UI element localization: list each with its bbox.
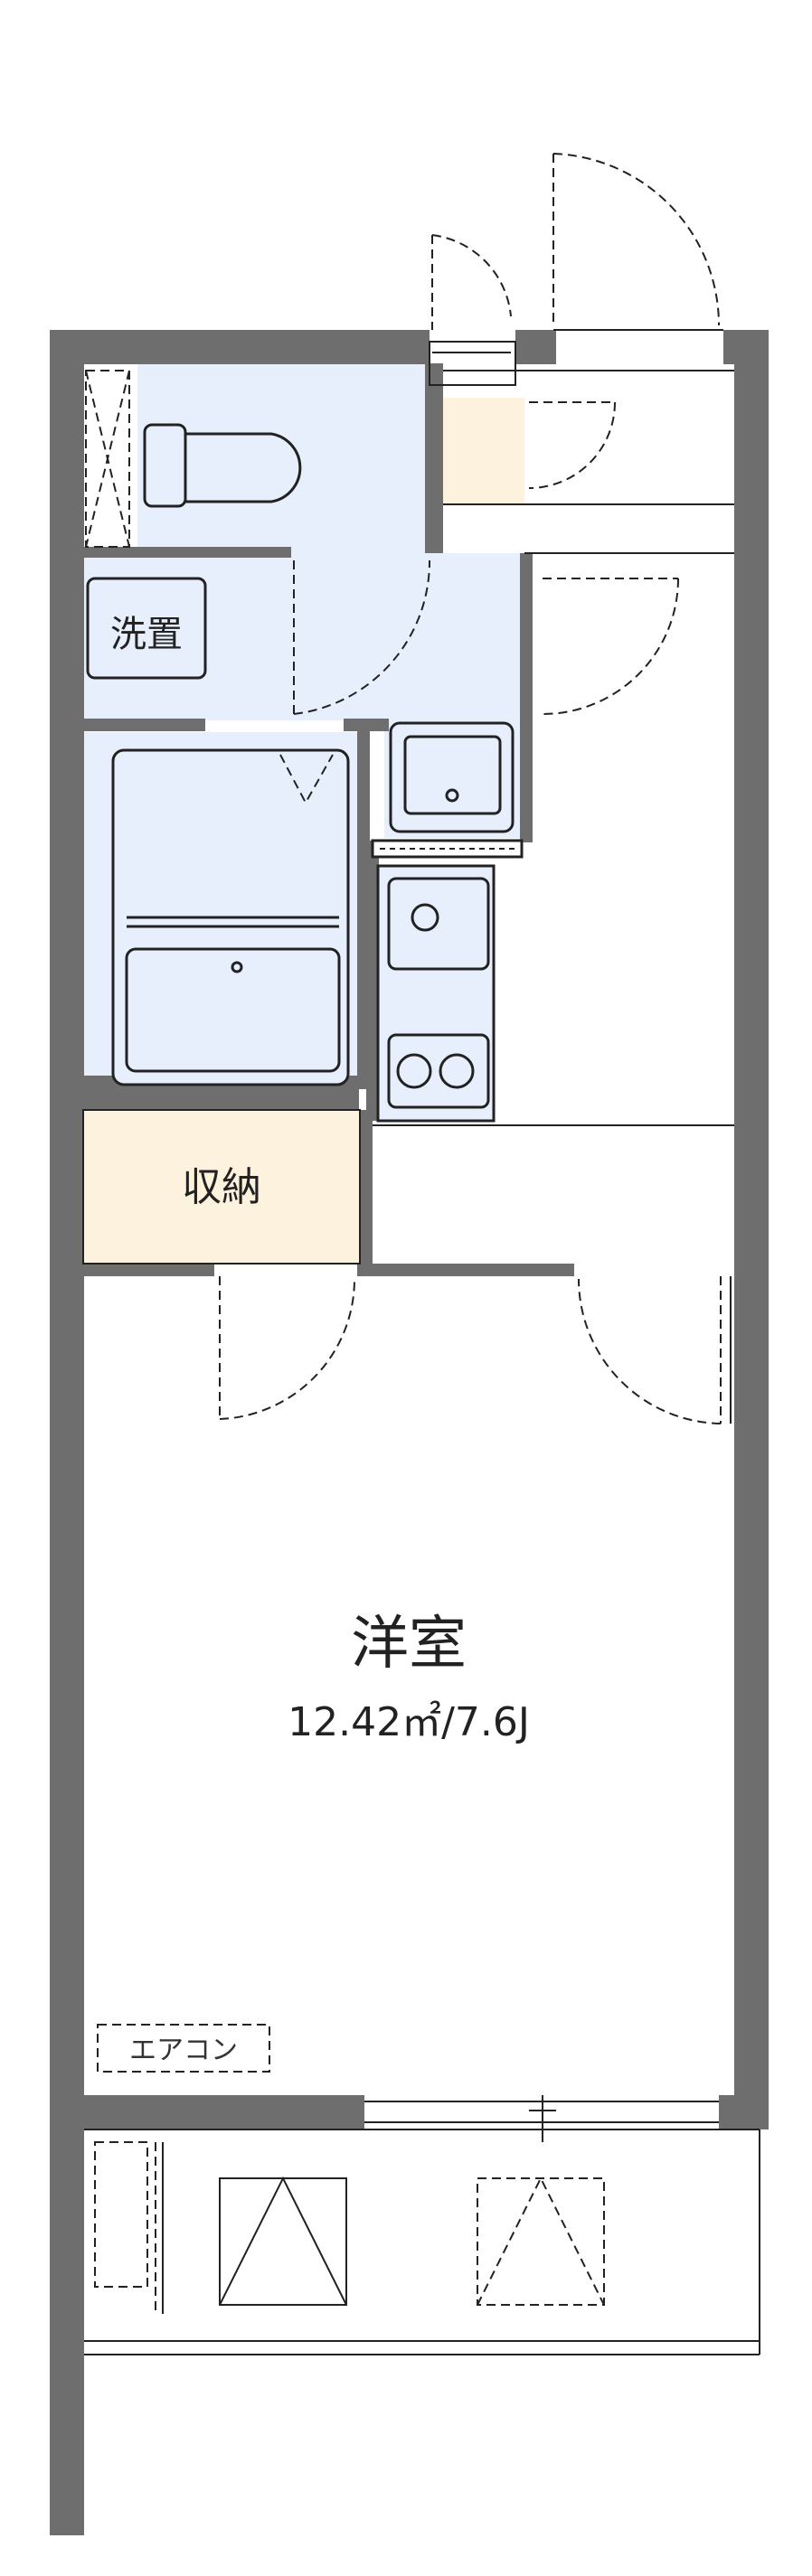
evacuation-hatch <box>219 2176 347 2306</box>
shoe-storage <box>443 398 524 504</box>
storage-door <box>219 1276 355 1420</box>
washroom-door <box>542 578 679 715</box>
bottom-wall <box>50 2095 364 2129</box>
balcony <box>84 2129 760 2355</box>
left-wall <box>50 330 84 2535</box>
washer-space: 洗置 <box>86 577 207 680</box>
storage-right-wall <box>360 1110 373 1273</box>
shoe-cabinet-door <box>528 401 616 489</box>
storage-label: 収納 <box>182 1164 261 1210</box>
walls <box>50 330 769 2535</box>
toilet-right-wall <box>425 363 443 553</box>
toilet <box>143 423 302 508</box>
toilet-bottom-wall <box>83 547 291 558</box>
western-room-area: 12.42㎡/7.6J <box>288 1699 530 1745</box>
balcony-window <box>364 2095 719 2142</box>
entrance-door <box>552 153 720 326</box>
aircon-label: エアコン <box>129 2035 238 2066</box>
aircon: エアコン <box>97 2024 270 2073</box>
entrance-lines <box>373 341 734 1126</box>
wash-right-wall <box>520 553 533 842</box>
wash-bottom-wall <box>83 719 205 731</box>
wash-counter <box>371 839 524 859</box>
bottom-wall-right <box>719 2095 769 2129</box>
evacuation-ladder <box>477 2176 605 2306</box>
right-wall <box>734 330 769 2129</box>
bathtub <box>111 748 350 1086</box>
kitchen-left-wall <box>366 841 379 1121</box>
western-room-label: 洋室 <box>351 1611 467 1678</box>
storage-outline <box>82 1109 361 1264</box>
utility-door <box>431 234 512 330</box>
closet-left <box>85 370 130 548</box>
room-top-wall-mid <box>357 1264 574 1276</box>
top-wall-mid <box>515 330 556 364</box>
washer-label: 洗置 <box>110 614 183 655</box>
storage-room <box>83 1110 360 1264</box>
kitchen <box>376 864 496 1123</box>
washbasin <box>389 721 515 833</box>
top-wall-left <box>50 330 430 364</box>
toilet-door <box>293 559 431 715</box>
room-door <box>578 1276 722 1424</box>
storage-bottom-wall <box>83 1264 214 1276</box>
bath-door <box>279 754 334 805</box>
